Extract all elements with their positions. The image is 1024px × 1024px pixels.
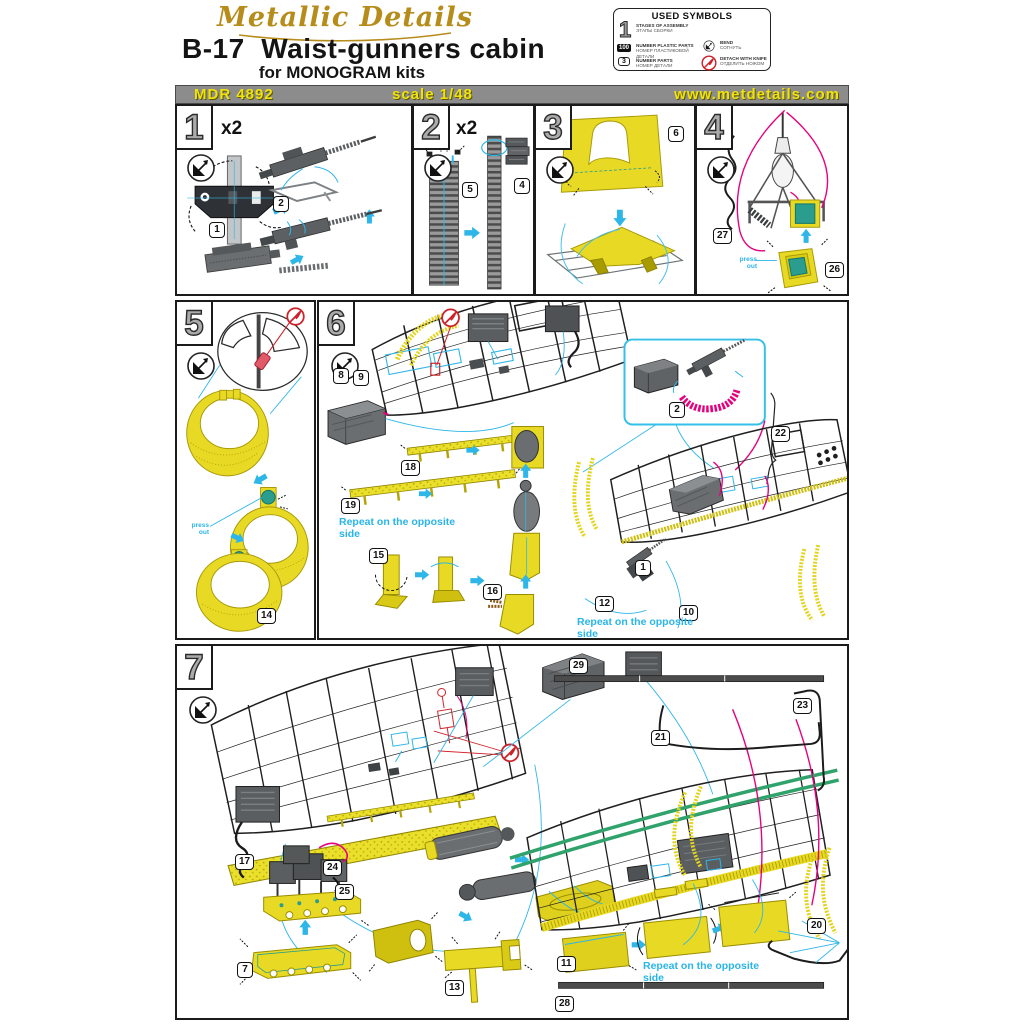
part-callout: 1 — [635, 560, 651, 576]
part-callout: 2 — [273, 196, 289, 212]
part-callout: 21 — [651, 730, 671, 746]
step-number-box: 4 — [695, 104, 733, 150]
part-callout: 22 — [771, 426, 791, 442]
step-4-diagram — [724, 109, 832, 294]
part-callout: 19 — [341, 498, 361, 514]
press-out-note: press out — [191, 522, 209, 537]
bend-icon — [187, 352, 215, 380]
stage-number-symbol: 1 — [618, 17, 632, 42]
bend-icon — [546, 156, 574, 184]
step-5-panel: 5 14 press out — [175, 300, 316, 640]
part-callout: 6 — [668, 126, 684, 142]
step-number: 3 — [543, 107, 564, 147]
part-callout: 13 — [445, 980, 465, 996]
brand-logo: Metallic Details — [217, 2, 473, 33]
logo-flourish — [238, 32, 452, 42]
step-number: 7 — [184, 647, 205, 687]
part-callout: 12 — [595, 596, 615, 612]
part-callout: 1 — [209, 222, 225, 238]
page-subtitle: for MONOGRAM kits — [258, 63, 426, 82]
part-callout: 28 — [555, 996, 575, 1012]
bend-icon — [424, 154, 452, 182]
part-callout: 23 — [793, 698, 813, 714]
step-3-panel: 3 6 — [534, 104, 696, 296]
kit-scale: scale 1/48 — [392, 86, 473, 103]
part-callout: 2 — [669, 402, 685, 418]
step-3-diagram — [546, 114, 684, 285]
step-2-panel: 2 x2 5 4 — [412, 104, 535, 296]
part-callout: 17 — [235, 854, 255, 870]
bend-icon — [703, 40, 715, 52]
plastic-part-number-symbol: 100 — [617, 44, 632, 52]
bend-icon — [707, 156, 735, 184]
part-callout: 15 — [369, 548, 389, 564]
step-1-panel: 1 x2 1 2 — [175, 104, 413, 296]
part-callout: 16 — [483, 584, 503, 600]
step-number-box: 1 — [175, 104, 213, 150]
step-6-panel: 6 8 9 18 19 15 16 2 22 1 12 10 Repeat on… — [317, 300, 849, 640]
part-callout: 24 — [323, 860, 343, 876]
part-callout: 26 — [825, 262, 845, 278]
part-callout: 20 — [807, 918, 827, 934]
multiplier-label: x2 — [221, 118, 243, 139]
step-number: 2 — [421, 107, 442, 147]
step-number: 4 — [704, 107, 725, 147]
part-callout: 9 — [353, 370, 369, 386]
step-number-box: 3 — [534, 104, 572, 150]
press-out-note: press out — [739, 256, 757, 271]
used-symbols-title: USED SYMBOLS — [651, 11, 733, 22]
part-callout: 4 — [514, 178, 530, 194]
multiplier-label: x2 — [456, 118, 478, 139]
pe-part-number-symbol: 3 — [618, 57, 630, 66]
step-number-box: 7 — [175, 644, 213, 690]
step-7-panel: 7 17 24 25 7 13 29 23 21 20 11 28 Repeat… — [175, 644, 849, 1020]
page-title: B-17 Waist-gunners cabin — [182, 33, 546, 64]
part-callout: 27 — [713, 228, 733, 244]
part-callout: 10 — [679, 605, 699, 621]
step-number: 1 — [184, 107, 205, 147]
info-bar: MDR 4892 scale 1/48 www.metdetails.com — [175, 85, 849, 104]
website-url: www.metdetails.com — [674, 86, 840, 103]
step-number-box: 6 — [317, 300, 355, 346]
repeat-note: Repeat on the opposite side — [577, 616, 694, 641]
step-2-diagram — [423, 135, 530, 290]
step-number-box: 2 — [412, 104, 450, 150]
repeat-note: Repeat on the opposite side — [643, 960, 760, 985]
part-callout: 11 — [557, 956, 576, 972]
bend-icon — [187, 154, 215, 182]
part-callout: 5 — [462, 182, 478, 198]
part-callout: 8 — [333, 368, 349, 384]
step-number: 6 — [326, 303, 347, 343]
bend-icon — [189, 696, 217, 724]
step-5-diagram — [186, 307, 309, 632]
part-callout: 29 — [569, 658, 589, 674]
kit-code: MDR 4892 — [194, 86, 274, 103]
step-number-box: 5 — [175, 300, 213, 346]
detach-icon — [701, 55, 717, 71]
part-callout: 14 — [257, 608, 277, 624]
part-callout: 25 — [335, 884, 355, 900]
step-number: 5 — [184, 303, 205, 343]
part-callout: 18 — [401, 460, 421, 476]
step-4-panel: 4 27 26 press out — [695, 104, 849, 296]
repeat-note: Repeat on the opposite side — [339, 516, 456, 541]
part-callout: 7 — [237, 962, 253, 978]
step-6-diagram — [327, 302, 847, 635]
